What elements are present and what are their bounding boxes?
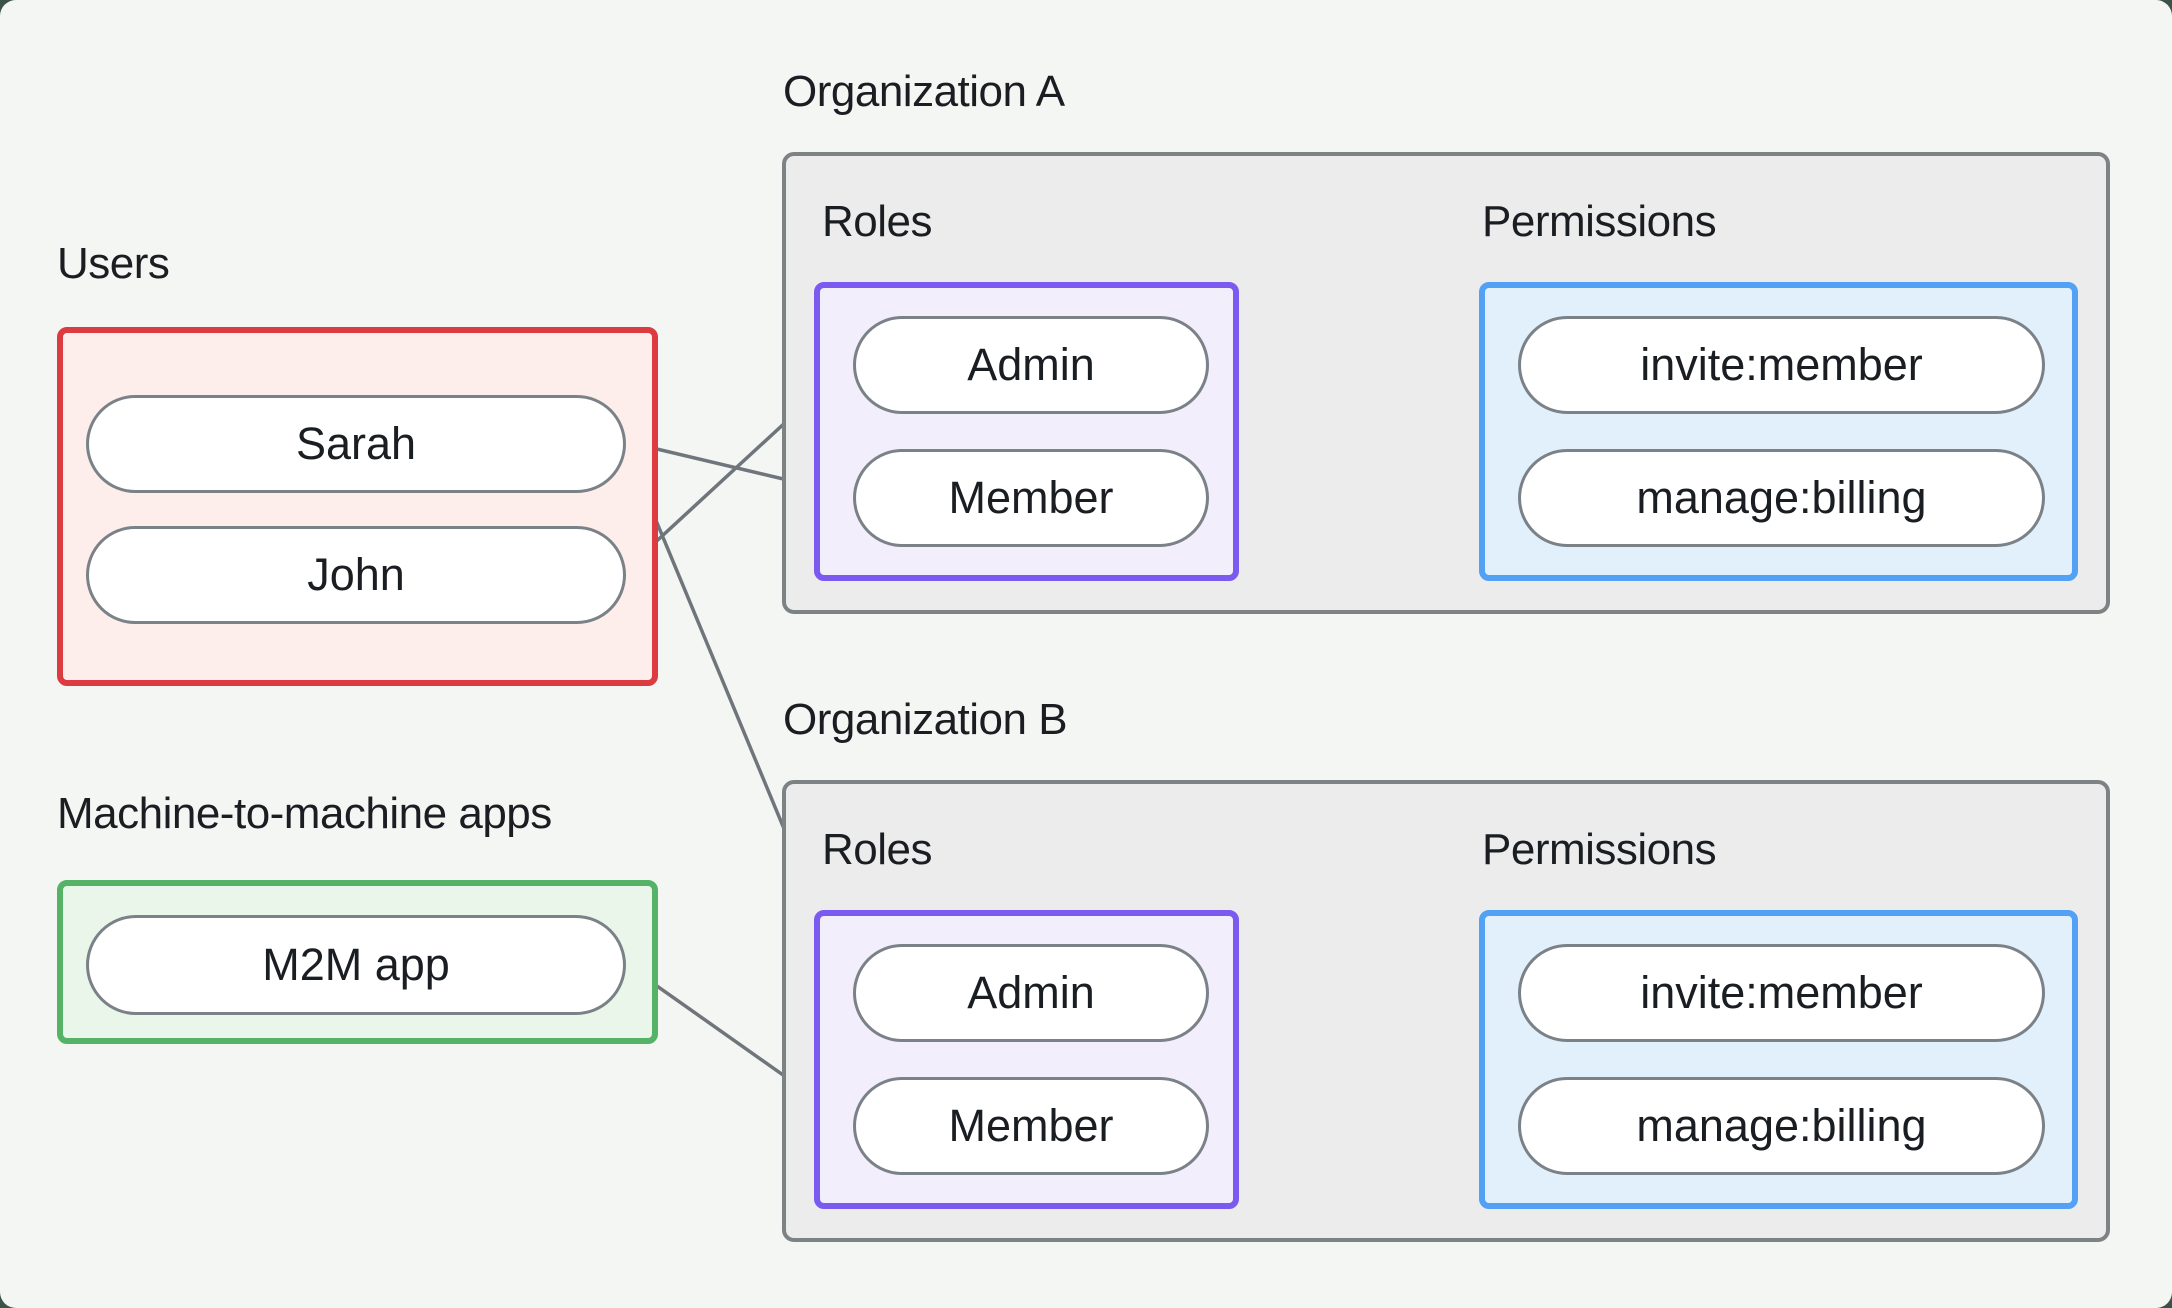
org-b-panel: Roles Permissions Admin Member invite:me… [782,780,2110,1242]
org-a-title: Organization A [783,67,1065,116]
org-b-admin-label: Admin [967,967,1095,1018]
org-a-permissions-box: invite:member manage:billing [1479,282,2078,581]
users-label: Users [57,239,170,288]
org-b-title: Organization B [783,695,1068,744]
org-b-permissions-label: Permissions [1482,825,1717,874]
org-a-manage-billing-pill: manage:billing [1518,449,2045,547]
m2m-app-label: M2M app [262,939,450,990]
org-b-member-pill: Member [853,1077,1209,1175]
org-a-permissions-label: Permissions [1482,197,1717,246]
m2m-app-pill: M2M app [86,915,626,1015]
org-a-manage-billing-label: manage:billing [1636,472,1927,523]
org-b-roles-label: Roles [822,825,933,874]
org-b-manage-billing-label: manage:billing [1636,1100,1927,1151]
user-sarah-pill: Sarah [86,395,626,493]
org-b-invite-member-label: invite:member [1640,967,1923,1018]
org-a-invite-member-label: invite:member [1640,339,1923,390]
org-a-admin-label: Admin [967,339,1095,390]
org-b-admin-pill: Admin [853,944,1209,1042]
org-b-manage-billing-pill: manage:billing [1518,1077,2045,1175]
org-a-roles-box: Admin Member [814,282,1239,581]
m2m-label: Machine-to-machine apps [57,789,552,838]
org-a-admin-pill: Admin [853,316,1209,414]
org-b-member-label: Member [948,1100,1114,1151]
org-a-panel: Roles Permissions Admin Member invite:me… [782,152,2110,614]
org-b-invite-member-pill: invite:member [1518,944,2045,1042]
org-b-permissions-box: invite:member manage:billing [1479,910,2078,1209]
user-sarah-label: Sarah [295,418,417,469]
m2m-box: M2M app [57,880,658,1044]
users-box: Sarah John [57,327,658,686]
user-john-pill: John [86,526,626,624]
user-john-label: John [307,549,405,600]
org-a-member-label: Member [948,472,1114,523]
org-a-member-pill: Member [853,449,1209,547]
org-a-roles-label: Roles [822,197,933,246]
org-b-roles-box: Admin Member [814,910,1239,1209]
org-a-invite-member-pill: invite:member [1518,316,2045,414]
